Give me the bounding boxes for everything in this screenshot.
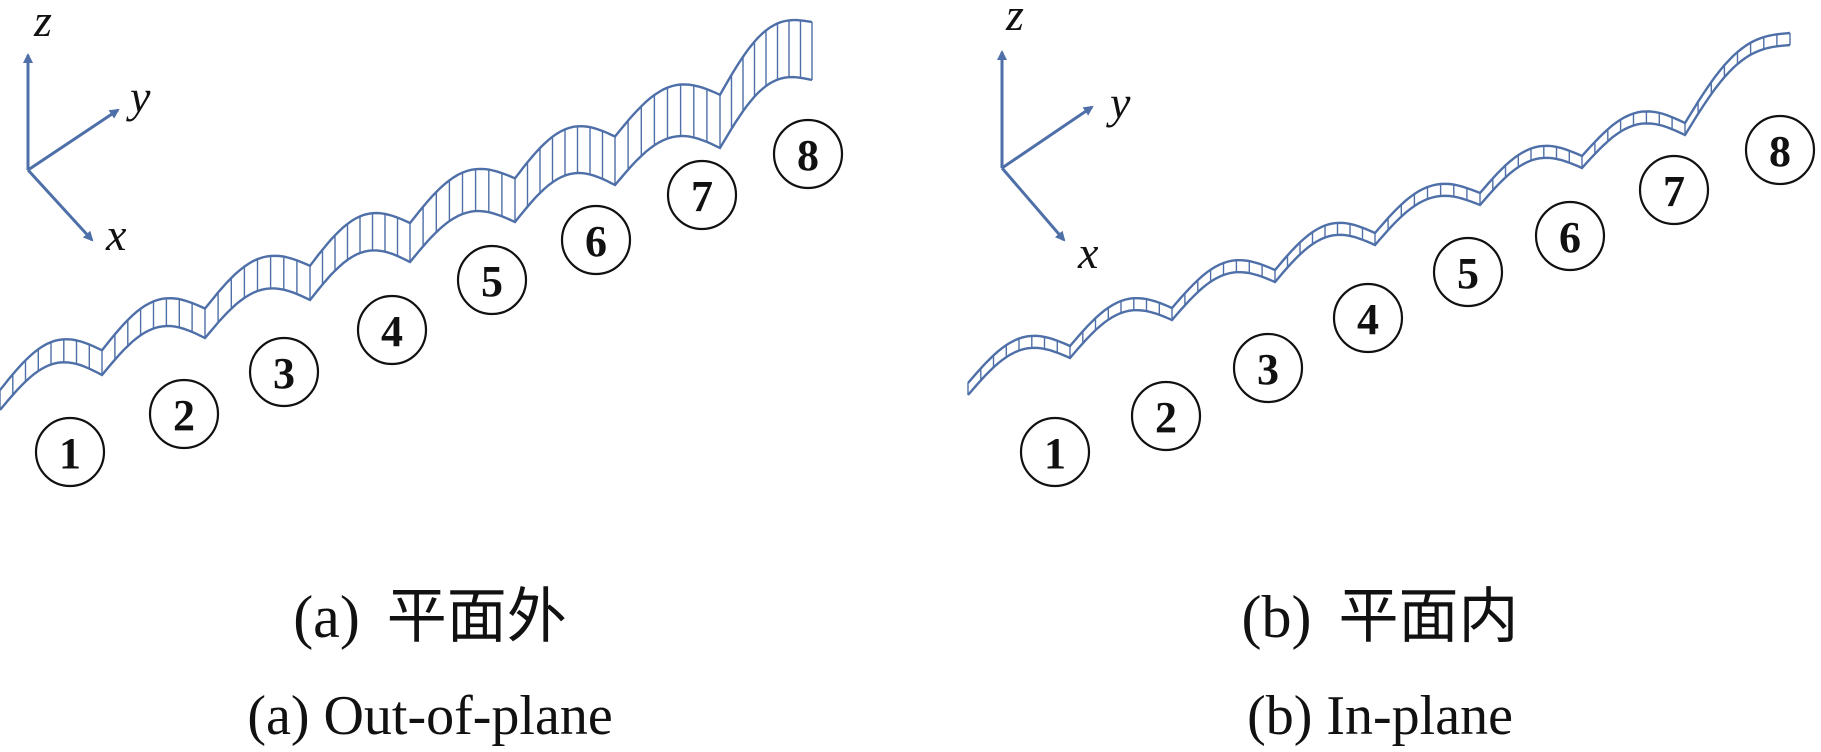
arch-label-text: 1 xyxy=(1044,429,1066,478)
arch-number-labels-b: 1 2 3 4 5 6 7 8 xyxy=(1019,114,1816,488)
out-of-plane-mode-shape xyxy=(0,18,813,411)
arch-label-circle xyxy=(1432,236,1504,308)
arch-label-circle xyxy=(560,204,632,276)
arch-label-circle xyxy=(34,416,106,488)
panel-b-in-plane: z y x 1 2 3 4 5 6 7 8 xyxy=(967,0,1816,488)
caption-b-chinese: 平面内 xyxy=(1338,584,1519,650)
arch-label-text: 3 xyxy=(273,349,295,398)
caption-b-en: (b) In-plane xyxy=(1247,685,1513,747)
arch-label-circle xyxy=(1232,332,1304,404)
y-axis-arrow xyxy=(1001,105,1094,170)
arch-label-text: 2 xyxy=(173,391,195,440)
arch-label-text: 6 xyxy=(1559,213,1581,262)
arch-label-2: 2 xyxy=(1130,380,1202,452)
axis-triad-b: z y x xyxy=(997,0,1131,278)
arch-label-text: 4 xyxy=(381,307,403,356)
arch-label-text: 7 xyxy=(1663,167,1685,216)
caption-a-zh: (a) 平面外 xyxy=(50,568,810,655)
arch-number-labels-a: 1 2 3 4 5 6 7 8 xyxy=(34,118,844,488)
arch-label-8: 8 xyxy=(1744,114,1816,186)
x-axis-arrow xyxy=(26,168,94,242)
y-axis-arrow xyxy=(27,108,120,172)
arch-label-8: 8 xyxy=(772,118,844,190)
arch-label-7: 7 xyxy=(666,159,738,231)
arch-label-6: 6 xyxy=(560,204,632,276)
arch-label-text: 8 xyxy=(797,131,819,180)
arch-label-circle xyxy=(1130,380,1202,452)
z-axis-label: z xyxy=(33,0,52,46)
arch-label-3: 3 xyxy=(248,336,320,408)
arch-label-text: 2 xyxy=(1155,393,1177,442)
x-axis-arrow xyxy=(1000,167,1066,242)
arch-label-circle xyxy=(772,118,844,190)
panel-a-out-of-plane: z y x 1 2 3 4 5 6 7 8 xyxy=(0,0,844,488)
arch-label-6: 6 xyxy=(1534,200,1606,272)
x-axis-label: x xyxy=(105,209,127,260)
arch-label-2: 2 xyxy=(148,378,220,450)
y-axis-label: y xyxy=(126,71,151,122)
arch-label-text: 4 xyxy=(1357,295,1379,344)
arch-label-circle xyxy=(248,336,320,408)
z-axis-label: z xyxy=(1005,0,1024,40)
arch-label-text: 3 xyxy=(1257,345,1279,394)
arch-label-circle xyxy=(1638,154,1710,226)
axis-triad-a: z y x xyxy=(23,0,151,260)
arch-label-5: 5 xyxy=(456,244,528,316)
x-axis-label: x xyxy=(1077,227,1099,278)
arch-label-1: 1 xyxy=(34,416,106,488)
in-plane-mode-shape xyxy=(967,31,1791,396)
arch-label-circle xyxy=(148,378,220,450)
caption-a-en: (a) Out-of-plane xyxy=(247,685,613,747)
arch-label-circle xyxy=(1744,114,1816,186)
arch-label-text: 6 xyxy=(585,217,607,266)
arch-label-1: 1 xyxy=(1019,416,1091,488)
arch-label-circle xyxy=(456,244,528,316)
arch-label-circle xyxy=(1332,282,1404,354)
arch-label-circle xyxy=(356,294,428,366)
arch-label-5: 5 xyxy=(1432,236,1504,308)
arch-label-4: 4 xyxy=(356,294,428,366)
arch-label-text: 8 xyxy=(1769,127,1791,176)
caption-a-chinese: 平面外 xyxy=(386,584,567,650)
arch-label-7: 7 xyxy=(1638,154,1710,226)
arch-label-text: 5 xyxy=(481,257,503,306)
arch-label-text: 1 xyxy=(59,429,81,478)
arch-label-text: 7 xyxy=(691,172,713,221)
arch-label-circle xyxy=(1534,200,1606,272)
arch-label-circle xyxy=(666,159,738,231)
caption-a-label: (a) xyxy=(293,584,360,650)
arch-label-4: 4 xyxy=(1332,282,1404,354)
y-axis-label: y xyxy=(1106,77,1131,128)
arch-label-text: 5 xyxy=(1457,249,1479,298)
arch-label-circle xyxy=(1019,416,1091,488)
caption-b-label: (b) xyxy=(1241,584,1312,650)
caption-b-zh: (b) 平面内 xyxy=(1000,568,1760,655)
arch-label-3: 3 xyxy=(1232,332,1304,404)
